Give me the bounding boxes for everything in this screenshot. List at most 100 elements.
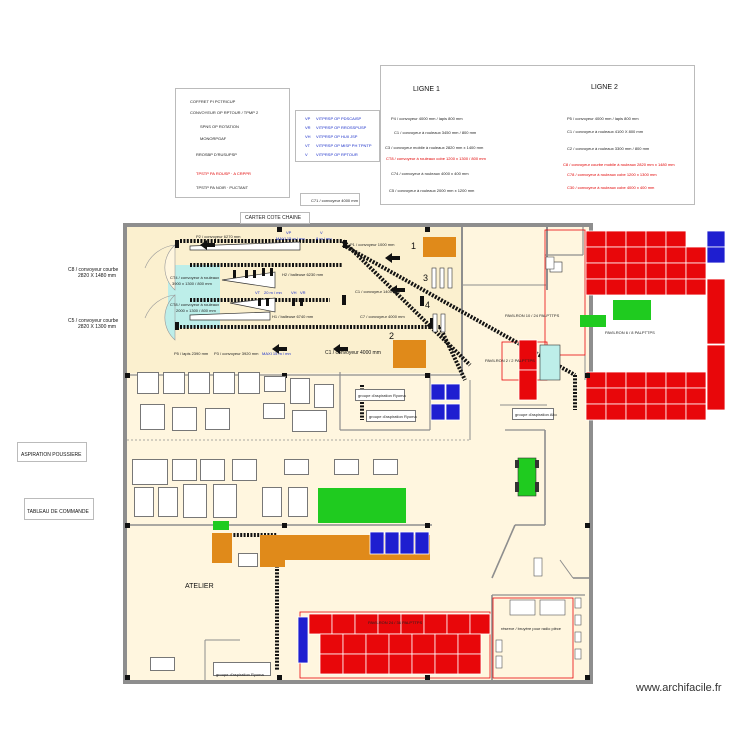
c71-label-box: C71 / convoyeur 4000 mm	[300, 193, 360, 206]
storage-box	[290, 378, 310, 404]
legend-item-1: COFFRET PI PCTRICUP	[190, 99, 236, 104]
storage-box	[264, 376, 286, 392]
label-ct8-dim: 2000 x 1300 / 800 mm	[176, 308, 216, 313]
label-ct4-dim: 3900 x 1300 / 800 mm	[172, 281, 212, 286]
label-pav10: PAVILRON 10 / 24 PALPTTPS	[505, 313, 560, 318]
label-vh: VH	[291, 290, 297, 295]
storage-box	[132, 459, 168, 485]
label-pav2: PAVILRON 2 / 2 PALPTTPS	[485, 358, 535, 363]
label-v-speed: 8 m / mn	[316, 236, 332, 241]
storage-box	[213, 484, 237, 518]
storage-box	[188, 372, 210, 394]
label-p5: P5 / lapis 2390 mm	[174, 351, 209, 356]
c5-curve-dim: 2820 X 1300 mm	[78, 324, 117, 330]
ligne2-title: LIGNE 2	[591, 84, 618, 91]
green-zone	[318, 488, 406, 523]
groupe-aspiration-3: groupe d'aspiration Alto	[512, 408, 557, 420]
num-3: 3	[423, 273, 429, 283]
label-ct4: CT4 / convoyeur à rouleaux	[170, 275, 220, 280]
code-vr-label: VITPRSP OP RROSSPIJSP	[316, 125, 367, 130]
storage-box	[373, 459, 398, 475]
storage-box	[263, 403, 285, 419]
code-v-label: VITPRSP OP RPTOUR	[316, 152, 358, 157]
code-vp: VP	[305, 116, 311, 121]
num-2: 2	[389, 331, 395, 341]
carter-box: CARTER COTE CHAINE	[240, 212, 310, 224]
code-vt: VT	[305, 143, 311, 148]
label-reserve: réserve / bruyère pour radio pièce	[501, 626, 562, 631]
blue-bins-upper	[297, 230, 726, 664]
storage-box	[158, 487, 178, 517]
label-vr-speed: 20 m / mn	[264, 290, 282, 295]
storage-box	[183, 484, 207, 518]
storage-box	[200, 459, 225, 481]
storage-box	[150, 657, 175, 671]
ligne1-title: LIGNE 1	[413, 86, 440, 93]
groupe-aspiration-1: groupe d'aspiration Ryoma	[355, 389, 406, 401]
c5-curve-label: C5 / convoyeur courbe	[68, 318, 119, 324]
legend-item-2: CONVOYEUR OP RPTOUR / TPMP 2	[190, 110, 259, 115]
orange-machine	[423, 237, 456, 257]
lignes-table: LIGNE 1 LIGNE 2 P4 / convoyeur 4000 mm /…	[380, 65, 695, 205]
storage-box	[205, 408, 230, 430]
tableau-box: TABLEAU DE COMMANDE	[24, 498, 94, 520]
storage-box	[292, 410, 327, 432]
storage-box	[314, 384, 334, 408]
storage-box	[134, 487, 154, 517]
storage-box	[163, 372, 185, 394]
outer-wall	[123, 223, 593, 684]
watermark: www.archifacile.fr	[636, 682, 722, 694]
storage-box	[213, 372, 235, 394]
num-1: 1	[411, 241, 417, 251]
code-vp-label: VITPRSP OP PDSCAISP	[316, 116, 362, 121]
label-atelier: ATELIER	[185, 583, 214, 590]
storage-box	[284, 459, 309, 475]
label-ct8: CT8 / convoyeur à rouleaux	[170, 302, 220, 307]
legend-warning-2: TPSTP PA NOIR · PUCTANT	[196, 185, 249, 190]
storage-box	[334, 459, 359, 475]
label-vp: VP	[286, 230, 292, 235]
legend-item-4: MONORPGAF	[200, 136, 227, 141]
label-vt: VT	[255, 290, 261, 295]
label-pav24: PAVILRON 24 / 38 PALPTTPS	[368, 620, 423, 625]
c8-curve-dim: 2820 X 1480 mm	[78, 273, 117, 279]
code-vh: VH	[305, 134, 311, 139]
code-vr: VR	[305, 125, 311, 130]
label-p2: P2 / convoyeur 6270 mm	[196, 234, 241, 239]
red-bins-lower	[308, 613, 491, 675]
storage-box	[238, 553, 258, 567]
storage-box	[238, 372, 260, 394]
label-c7: C7 / convoyeur 4000 mm	[360, 314, 405, 319]
speed-codes-panel: VP VITPRSP OP PDSCAISP VR VITPRSP OP RRO…	[295, 110, 380, 162]
code-vt-label: VITPRSP OP MISP PH TPNTP	[316, 143, 372, 148]
label-c1-right: C1 / convoyeur 1400 mm	[355, 289, 400, 294]
label-vp-speed: MAXI 15 m / mn	[276, 236, 305, 241]
groupe-aspiration-4: groupe d'aspiration Ryoma	[213, 662, 271, 677]
red-bins-upper	[518, 230, 726, 421]
storage-box	[172, 459, 197, 481]
label-v: V	[320, 230, 323, 235]
label-vr: VR	[300, 290, 306, 295]
legend-warning-1: TPSTP PA ROUSP · A CRPPR	[196, 171, 251, 176]
code-v: V	[305, 152, 308, 157]
legend-item-3: SPNS OP ROTATION	[200, 124, 239, 129]
groupe-aspiration-2: groupe d'aspiration Ryoma	[366, 410, 417, 422]
label-c1-main: C1 / convoyeur 4000 mm	[325, 350, 381, 356]
label-h1: H1 / balleuse 6740 mm	[272, 314, 314, 319]
storage-box	[140, 404, 165, 430]
label-p3: P3 / convoyeur 3920 mm	[214, 351, 259, 356]
c8-curve-label: C8 / convoyeur courbe	[68, 267, 119, 273]
num-4: 4	[425, 300, 431, 310]
storage-box	[288, 487, 308, 517]
legend-panel: COFFRET PI PCTRICUP CONVOYEUR OP RPTOUR …	[175, 88, 290, 198]
storage-box	[137, 372, 159, 394]
aspiration-box: ASPIRATION POUSSIERE	[17, 442, 87, 462]
label-h2: H2 / balleuse 6230 mm	[282, 272, 324, 277]
label-p1: P1 / convoyeur 1000 mm	[350, 242, 395, 247]
storage-box	[172, 407, 197, 431]
storage-box	[262, 487, 282, 517]
code-vh-label: VITPRSP OP HUII JSP	[316, 134, 358, 139]
label-vp-2: MAXI 15 m / mn	[262, 351, 291, 356]
